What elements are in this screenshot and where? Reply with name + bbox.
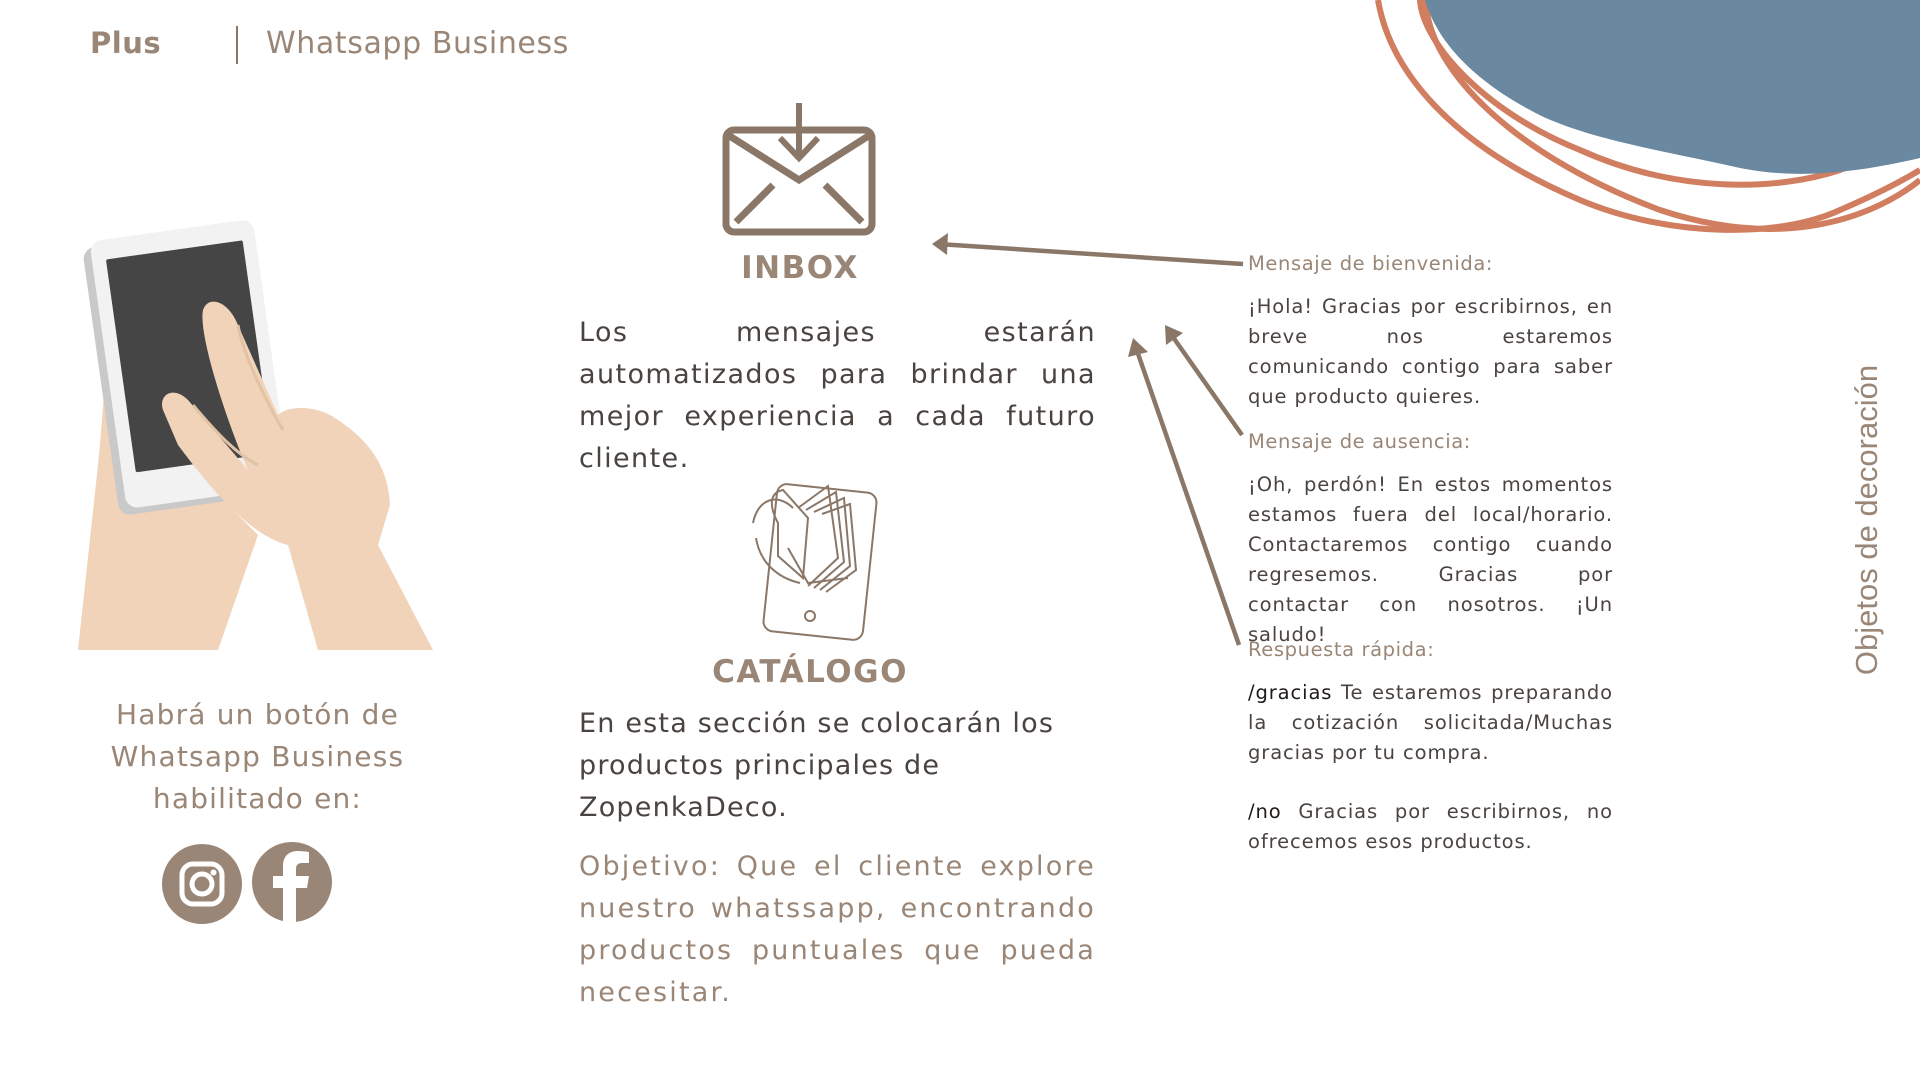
away-message-label: Mensaje de ausencia: xyxy=(1248,430,1471,453)
decorative-blue-blob xyxy=(1425,0,1920,174)
header-title: Whatsapp Business xyxy=(266,26,569,61)
welcome-message-body: ¡Hola! Gracias por escribirnos, en breve… xyxy=(1248,295,1613,408)
catalog-phone-icon xyxy=(752,483,878,641)
inbox-envelope-icon xyxy=(722,103,876,236)
arrow-quick xyxy=(1132,344,1242,646)
instagram-icon[interactable] xyxy=(162,844,242,924)
quick-reply-gracias-command: /gracias xyxy=(1248,681,1333,704)
quick-reply-gracias-text: Te estaremos preparando la cotización so… xyxy=(1248,681,1613,764)
header-section-label: Plus xyxy=(90,26,162,60)
quick-reply-gracias: /gracias Te estaremos preparando la coti… xyxy=(1248,678,1613,768)
quick-reply-no-command: /no xyxy=(1248,800,1282,823)
inbox-description: Los mensajes estarán automatizados para … xyxy=(579,317,1096,474)
quick-reply-no: /no Gracias por escribirnos, no ofrecemo… xyxy=(1248,797,1613,857)
catalog-title: CATÁLOGO xyxy=(712,654,908,690)
arrow-welcome xyxy=(937,241,1244,267)
inbox-title: INBOX xyxy=(741,250,859,286)
quick-reply-no-text: Gracias por escribirnos, no ofrecemos es… xyxy=(1248,800,1613,853)
catalog-objective: Objetivo: Que el cliente explore nuestro… xyxy=(579,851,1096,1008)
facebook-icon[interactable] xyxy=(252,842,332,922)
arrow-away xyxy=(1166,328,1244,437)
hands-phone-illustration xyxy=(78,220,434,650)
decorative-orange-arc xyxy=(1375,0,1920,233)
welcome-message-label: Mensaje de bienvenida: xyxy=(1248,252,1494,275)
catalog-description: En esta sección se colocarán los product… xyxy=(579,708,1055,823)
header-divider xyxy=(236,26,238,64)
whatsapp-button-note: Habrá un botón de Whatsapp Business habi… xyxy=(110,698,405,815)
away-message-body: ¡Oh, perdón! En estos momentos estamos f… xyxy=(1248,473,1613,646)
quick-reply-label: Respuesta rápida: xyxy=(1248,638,1435,661)
